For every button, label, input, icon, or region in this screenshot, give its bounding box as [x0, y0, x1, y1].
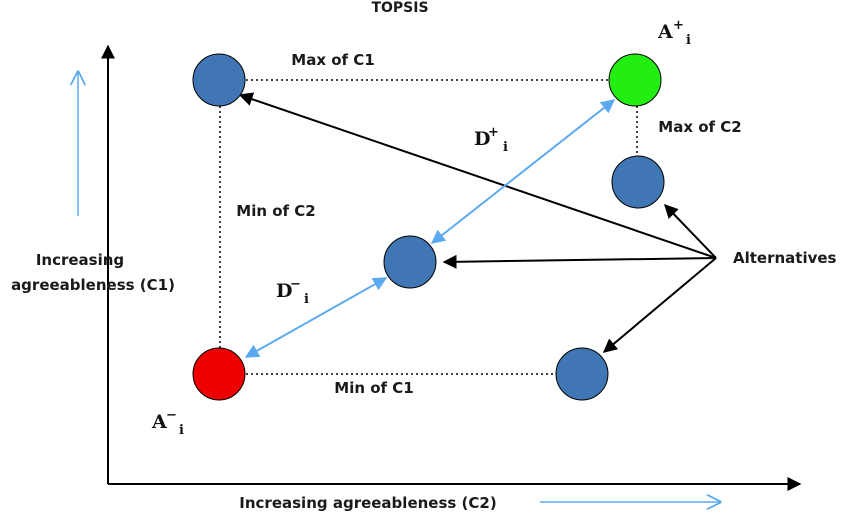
arrow-to-alternative-bottom-right: [602, 257, 717, 353]
distance-plus-label: D + i: [474, 125, 508, 155]
distance-minus-label: D − i: [276, 277, 309, 307]
ideal-label-sup: +: [673, 18, 684, 33]
min-c1-label: Min of C1: [334, 379, 413, 397]
max-c2-label: Max of C2: [658, 118, 741, 136]
distance-plus-label-base: D: [474, 128, 490, 150]
alternative-top-left: [192, 53, 246, 107]
anti-ideal-label-sub: i: [179, 423, 184, 438]
x-axis-label: Increasing agreeableness (C2): [239, 494, 496, 512]
arrow-to-alternative-center: [442, 254, 717, 269]
distance-plus-label-sup: +: [488, 125, 499, 140]
ideal-label-base: A: [657, 21, 673, 43]
ideal-label-sub: i: [686, 33, 691, 48]
distance-minus-label-sup: −: [290, 277, 301, 292]
anti-ideal-label: A − i: [151, 408, 184, 438]
y-axis-label-line1: Increasing: [36, 251, 124, 269]
alternative-center: [383, 235, 437, 289]
anti-ideal-label-base: A: [151, 411, 167, 433]
distance-minus-arrow: [244, 277, 388, 358]
ideal-label: A + i: [657, 18, 691, 48]
arrow-to-alternative-right: [664, 203, 717, 259]
diagram-title: TOPSIS: [371, 0, 428, 16]
distance-minus-label-base: D: [276, 280, 292, 302]
max-c1-label: Max of C1: [291, 51, 374, 69]
anti-ideal-label-sup: −: [166, 408, 177, 423]
alternative-bottom-right: [555, 347, 609, 401]
distance-plus-arrow: [430, 99, 616, 244]
y-axis-label-line2: agreeableness (C1): [11, 276, 175, 294]
anti-ideal-solution: [192, 347, 246, 401]
distance-plus-label-sub: i: [503, 140, 508, 155]
distance-minus-label-sub: i: [304, 292, 309, 307]
min-c2-label: Min of C2: [236, 202, 315, 220]
alternatives-label: Alternatives: [733, 249, 837, 267]
alternative-right: [611, 155, 665, 209]
ideal-solution: [608, 53, 662, 107]
